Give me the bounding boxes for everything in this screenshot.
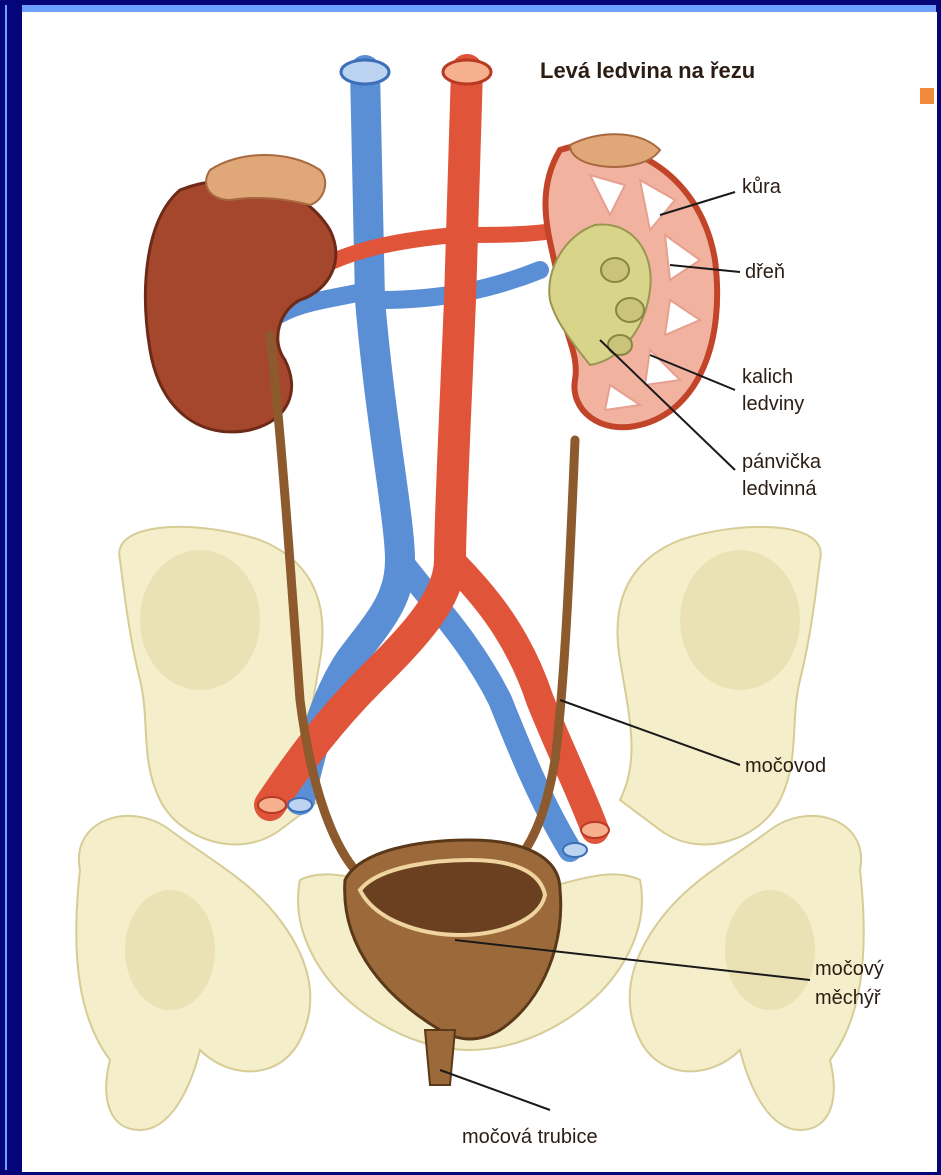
right-iliac-vein-end — [563, 843, 587, 857]
left-iliac-vein-end — [288, 798, 312, 812]
diagram-title: Levá ledvina na řezu — [540, 58, 755, 83]
urinary-bladder — [345, 840, 561, 1085]
aorta-opening — [443, 60, 491, 84]
right-kidney — [145, 155, 335, 432]
label-ureter: močovod — [745, 755, 826, 777]
right-iliac-artery-end — [581, 822, 609, 838]
label-bladder-line1: močový — [815, 958, 884, 980]
label-pelvis-line2: ledvinná — [742, 478, 817, 500]
label-bladder-line2: měchýř — [815, 987, 882, 1009]
label-calyx-line2: ledviny — [742, 393, 804, 415]
left-kidney-section — [545, 134, 717, 427]
label-calyx-line1: kalich — [742, 366, 793, 388]
left-iliac-artery-end — [258, 797, 286, 813]
label-pelvis-line1: pánvička — [742, 451, 822, 473]
label-medulla: dřeň — [745, 261, 785, 283]
label-cortex: kůra — [742, 176, 782, 198]
vena-cava-opening — [341, 60, 389, 84]
corner-marker — [920, 88, 934, 104]
label-urethra: močová trubice — [462, 1126, 598, 1148]
